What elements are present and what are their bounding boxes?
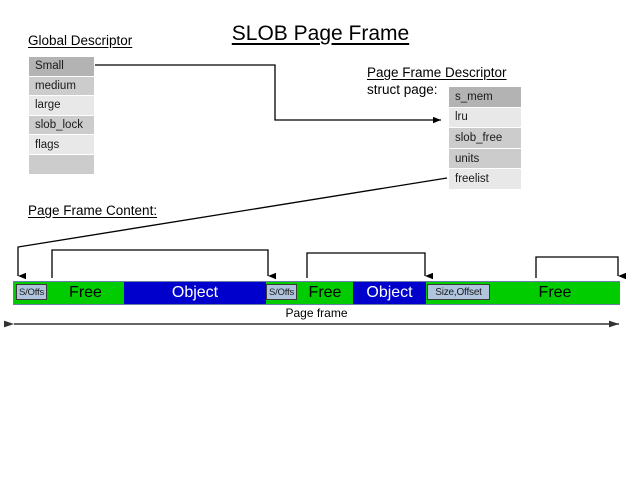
frame-segment-label: Free — [538, 284, 572, 301]
frame-segment-label: Free — [308, 284, 342, 301]
frame-segment-object-3: Object — [124, 282, 266, 304]
global-descriptor-row-label: large — [35, 99, 61, 112]
frame-segment-label: S/Offs — [18, 286, 45, 298]
global-descriptor-row-medium: medium — [29, 76, 94, 97]
global-descriptor-heading: Global Descriptor — [28, 33, 133, 48]
global-descriptor-row-label: flags — [35, 138, 60, 151]
page-frame-descriptor-row-slob-free: slob_free — [449, 128, 521, 149]
page-frame-descriptor-row-s-mem: s_mem — [449, 87, 521, 108]
frame-segment-header-7: Size,Offset — [427, 284, 490, 300]
frame-segment-label: Size,Offset — [435, 286, 482, 298]
frame-segment-free-5: Free — [297, 282, 353, 304]
global-descriptor-row-empty — [29, 154, 94, 175]
global-descriptor-row-label: Small — [35, 60, 64, 73]
page-frame-descriptor-row-label: units — [455, 152, 480, 165]
frame-segment-free-8: Free — [490, 282, 620, 304]
connector-freelist-to-frame — [17, 177, 448, 280]
page-frame-strip: S/Offs Free Object S/Offs Free Object Size,Off… — [13, 281, 620, 305]
freelist-link-3 — [535, 256, 626, 280]
page-frame-descriptor-row-units: units — [449, 148, 521, 170]
page-title: SLOB Page Frame — [231, 22, 410, 45]
page-frame-descriptor-row-freelist: freelist — [449, 169, 521, 190]
global-descriptor-row-label: medium — [35, 79, 76, 92]
frame-segment-label: Object — [171, 284, 219, 301]
page-frame-descriptor-row-lru: lru — [449, 107, 521, 129]
struct-page-label: struct page: — [367, 82, 438, 97]
global-descriptor-row-slob-lock: slob_lock — [29, 115, 94, 136]
page-frame-descriptor-row-label: lru — [455, 111, 468, 124]
frame-segment-label: Object — [366, 284, 413, 301]
freelist-link-2 — [306, 252, 433, 280]
freelist-link-1 — [51, 249, 276, 280]
frame-segment-header-1: S/Offs — [16, 284, 47, 300]
global-descriptor-row-label: slob_lock — [35, 119, 83, 132]
frame-segment-label: Free — [69, 284, 102, 301]
page-frame-caption: Page frame — [285, 306, 348, 320]
global-descriptor-row-flags: flags — [29, 135, 94, 155]
frame-segment-free-2: Free — [47, 282, 124, 304]
page-frame-descriptor-row-label: s_mem — [455, 90, 493, 103]
page-frame-descriptor-row-label: freelist — [455, 173, 489, 186]
page-frame-descriptor-heading: Page Frame Descriptor — [367, 65, 507, 80]
frame-segment-object-6: Object — [353, 282, 426, 304]
frame-segment-label: S/Offs — [268, 286, 295, 298]
global-descriptor-row-Small: Small — [29, 57, 94, 77]
global-descriptor-row-large: large — [29, 96, 94, 116]
page-frame-content-heading: Page Frame Content: — [28, 203, 158, 218]
page-frame-descriptor-row-label: slob_free — [455, 131, 503, 144]
frame-segment-header-4: S/Offs — [266, 284, 297, 300]
